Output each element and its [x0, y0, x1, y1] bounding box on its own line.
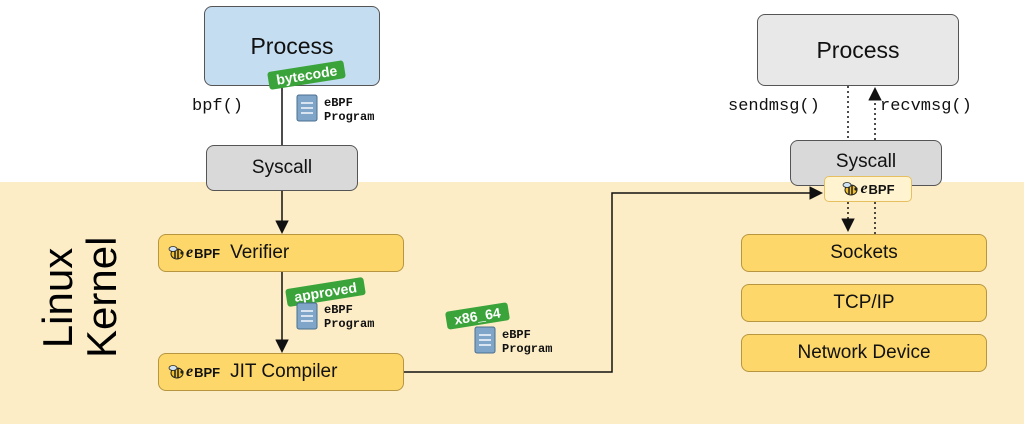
ebpf-logo-text: BPF [194, 245, 221, 261]
program-line2: Program [324, 317, 375, 331]
sockets-label: Sockets [830, 242, 898, 263]
syscall-left-label: Syscall [251, 157, 313, 178]
process-right-label: Process [816, 36, 900, 63]
sendmsg-label: sendmsg() [728, 97, 820, 116]
document-icon [474, 326, 496, 354]
ebpf-logo-e: e [860, 180, 868, 197]
program-label-top: eBPF Program [324, 96, 374, 124]
document-icon [296, 302, 318, 330]
program-label-approved: eBPF Program [324, 303, 374, 331]
jit-to-hook-arrow [404, 186, 823, 373]
bee-icon [168, 246, 184, 260]
bee-icon [168, 365, 184, 379]
program-line1: eBPF [502, 328, 531, 342]
program-line1: eBPF [324, 96, 353, 110]
program-label-x86: eBPF Program [502, 328, 552, 356]
process-left-label: Process [250, 32, 334, 59]
jit-label: JIT Compiler [230, 361, 338, 382]
ebpf-logo-e: e [186, 363, 194, 380]
ebpf-logo-e: e [186, 244, 194, 261]
program-line2: Program [502, 342, 553, 356]
syscall-left: Syscall [206, 145, 358, 191]
program-line1: eBPF [324, 303, 353, 317]
bpf-call-label: bpf() [192, 97, 244, 116]
program-line2: Program [324, 110, 375, 124]
bee-icon [843, 182, 859, 196]
network-device-label: Network Device [797, 342, 931, 363]
process-right: Process [757, 14, 959, 86]
document-icon [296, 94, 318, 122]
tcpip-box: TCP/IP [741, 284, 987, 322]
syscall-right: Syscall [790, 140, 942, 186]
syscall-right-label: Syscall [835, 151, 897, 172]
sockets-box: Sockets [741, 234, 987, 272]
ebpf-logo-text: BPF [194, 364, 221, 380]
ebpf-logo-text: BPF [868, 181, 895, 197]
network-device-box: Network Device [741, 334, 987, 372]
tcpip-label: TCP/IP [833, 292, 895, 313]
recvmsg-label: recvmsg() [880, 97, 972, 116]
verifier-label: Verifier [230, 242, 290, 263]
